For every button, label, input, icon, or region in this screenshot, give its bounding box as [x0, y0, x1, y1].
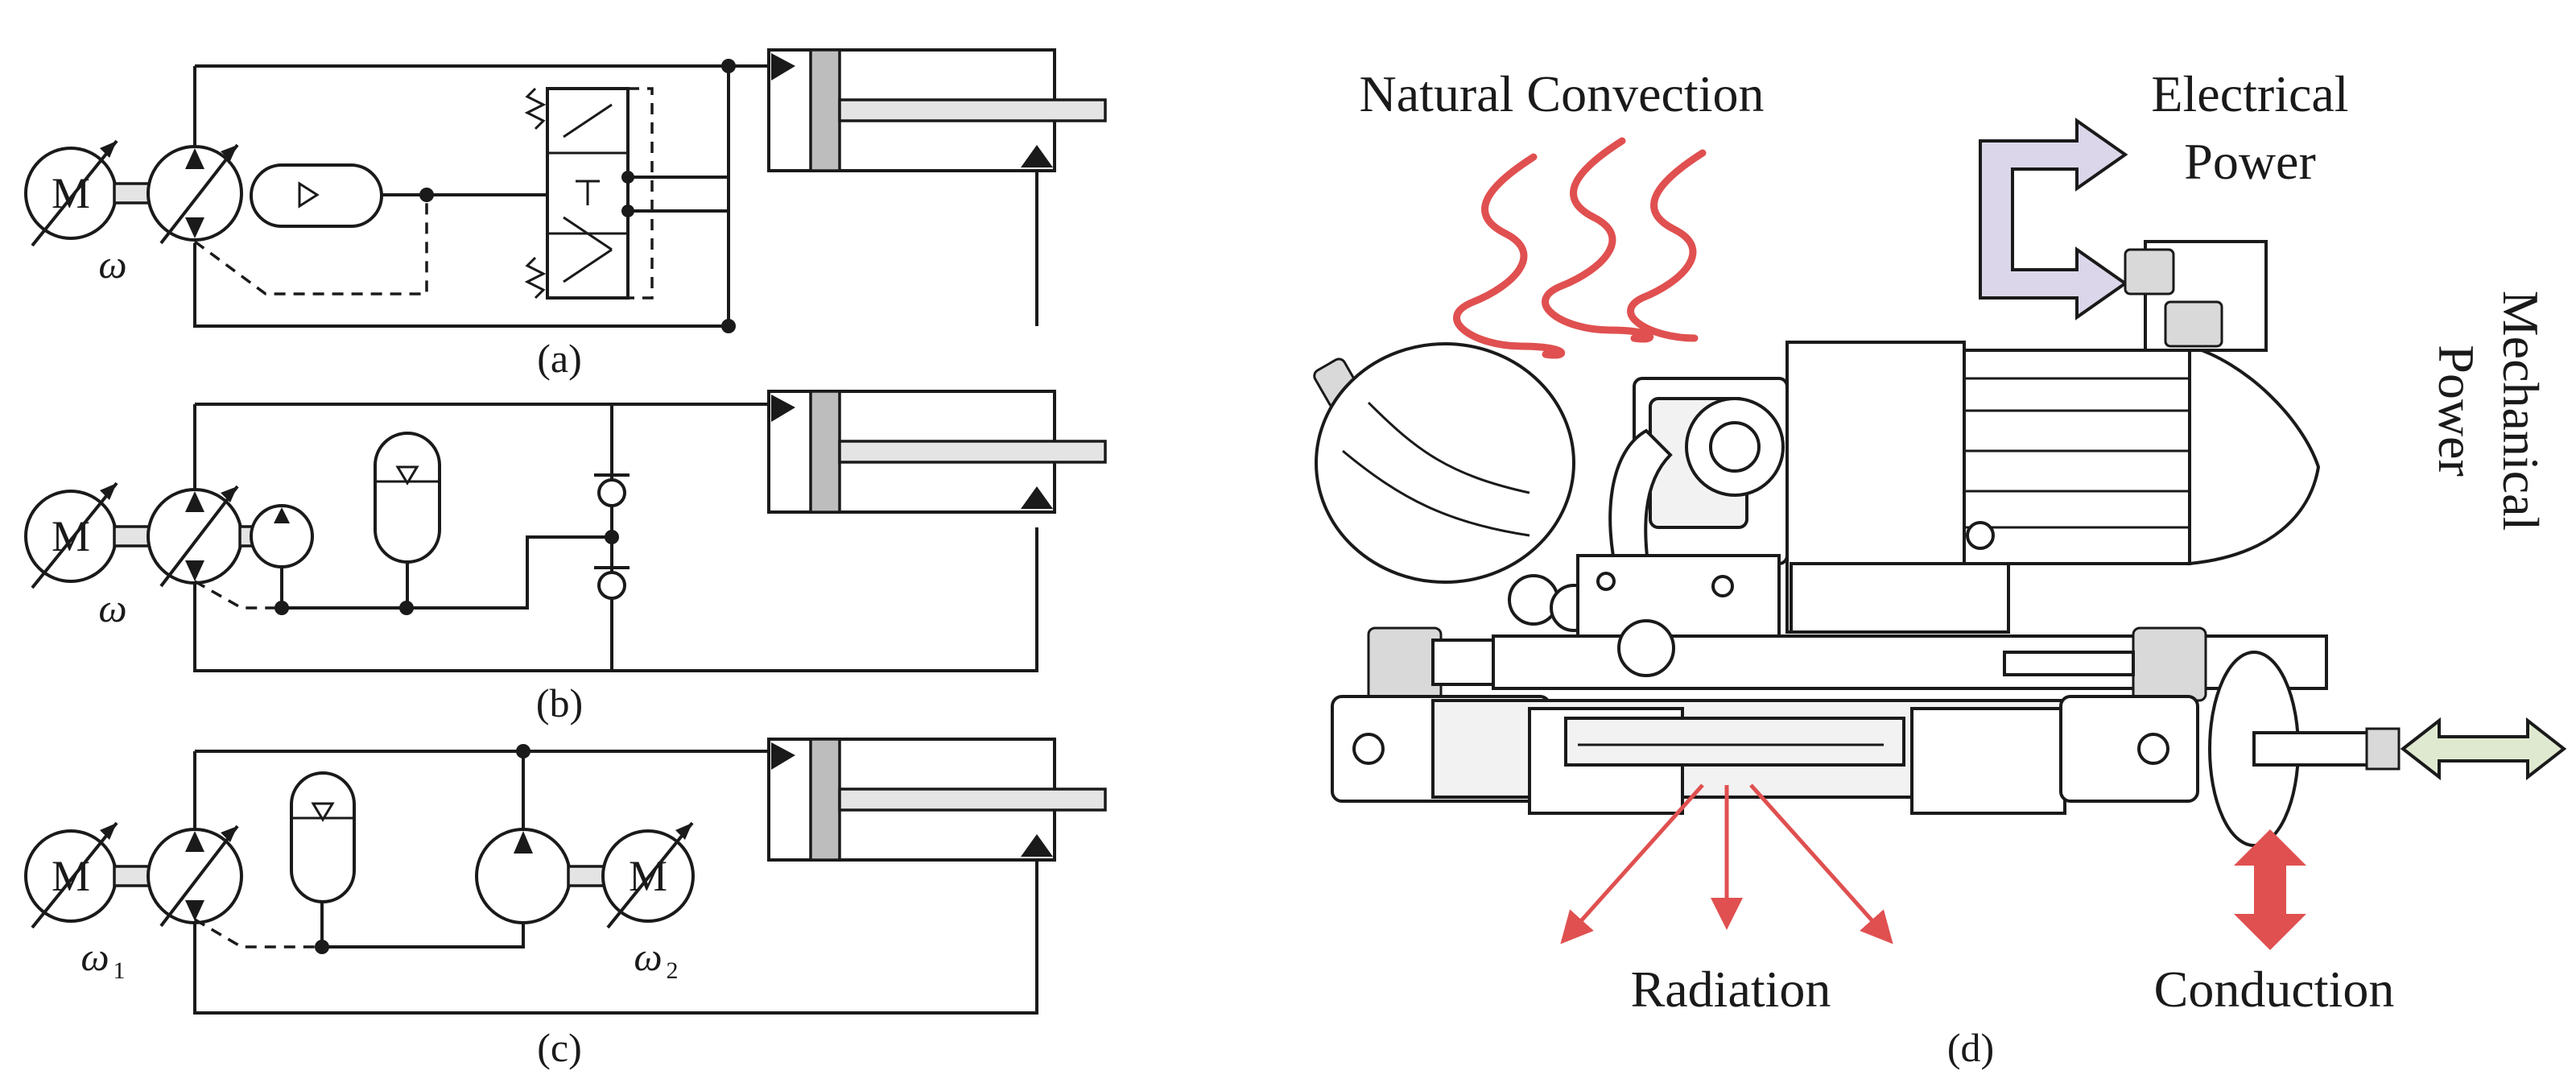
electrical-power-label-line1: Electrical — [2151, 65, 2348, 122]
panel-b-circuit: M ω — [24, 390, 1107, 725]
pump-icon — [147, 485, 243, 588]
motor-label: M — [629, 852, 667, 900]
motor-icon: M — [601, 821, 695, 929]
accumulator-icon — [1313, 342, 1598, 632]
heat-wave-icon — [1453, 137, 1707, 359]
speed-subscript: 2 — [667, 957, 679, 984]
radiation-label: Radiation — [1631, 961, 1831, 1018]
motor-icon: M — [24, 482, 118, 589]
speed-label: ω — [98, 242, 126, 287]
cylinder-icon — [767, 48, 1107, 172]
pump-icon — [147, 143, 243, 245]
speed-label: ω — [80, 934, 109, 979]
panel-c-caption: (c) — [537, 1025, 582, 1070]
mechanical-power-label-line1: Mechanical — [2492, 291, 2549, 531]
check-valve-icon — [594, 473, 630, 600]
speed-label: ω — [634, 934, 662, 979]
cylinder-icon — [767, 738, 1107, 862]
panel-a-caption: (a) — [537, 336, 582, 381]
panel-d-illustration: Natural Convection Electrical Power — [1313, 65, 2567, 1070]
accumulator-icon — [290, 771, 356, 903]
pump-icon — [147, 825, 243, 928]
speed-label: ω — [98, 585, 126, 630]
radiation-arrows-icon — [1560, 783, 1893, 944]
mechanical-power-label-line2: Power — [2428, 345, 2485, 477]
power-arrow-icon — [1979, 118, 2128, 320]
panel-c-circuit: M ω 1 M ω 2 — [24, 738, 1107, 1070]
cylinder-icon — [767, 390, 1107, 514]
valve-icon — [524, 87, 654, 300]
cylinder-icon — [1331, 651, 2401, 847]
motor-label: M — [52, 169, 90, 217]
accumulator-icon — [250, 163, 383, 228]
speed-subscript: 1 — [114, 957, 126, 984]
motor-icon: M — [24, 821, 118, 929]
conduction-arrow-icon — [2234, 829, 2306, 950]
motor-label: M — [52, 512, 90, 560]
accumulator-icon — [374, 432, 441, 564]
motor-icon: M — [24, 139, 118, 247]
panel-d-caption: (d) — [1947, 1025, 1994, 1070]
manifold-block — [1367, 554, 2328, 702]
motor-label: M — [52, 852, 90, 900]
panel-b-caption: (b) — [536, 680, 583, 725]
pump-icon — [475, 828, 572, 924]
conduction-label: Conduction — [2154, 961, 2395, 1018]
pump-icon — [250, 504, 314, 568]
electrical-power-label-line2: Power — [2184, 133, 2316, 190]
panel-a-circuit: M ω — [24, 48, 1107, 381]
power-arrow-icon — [2400, 717, 2567, 781]
natural-convection-label: Natural Convection — [1360, 65, 1765, 122]
